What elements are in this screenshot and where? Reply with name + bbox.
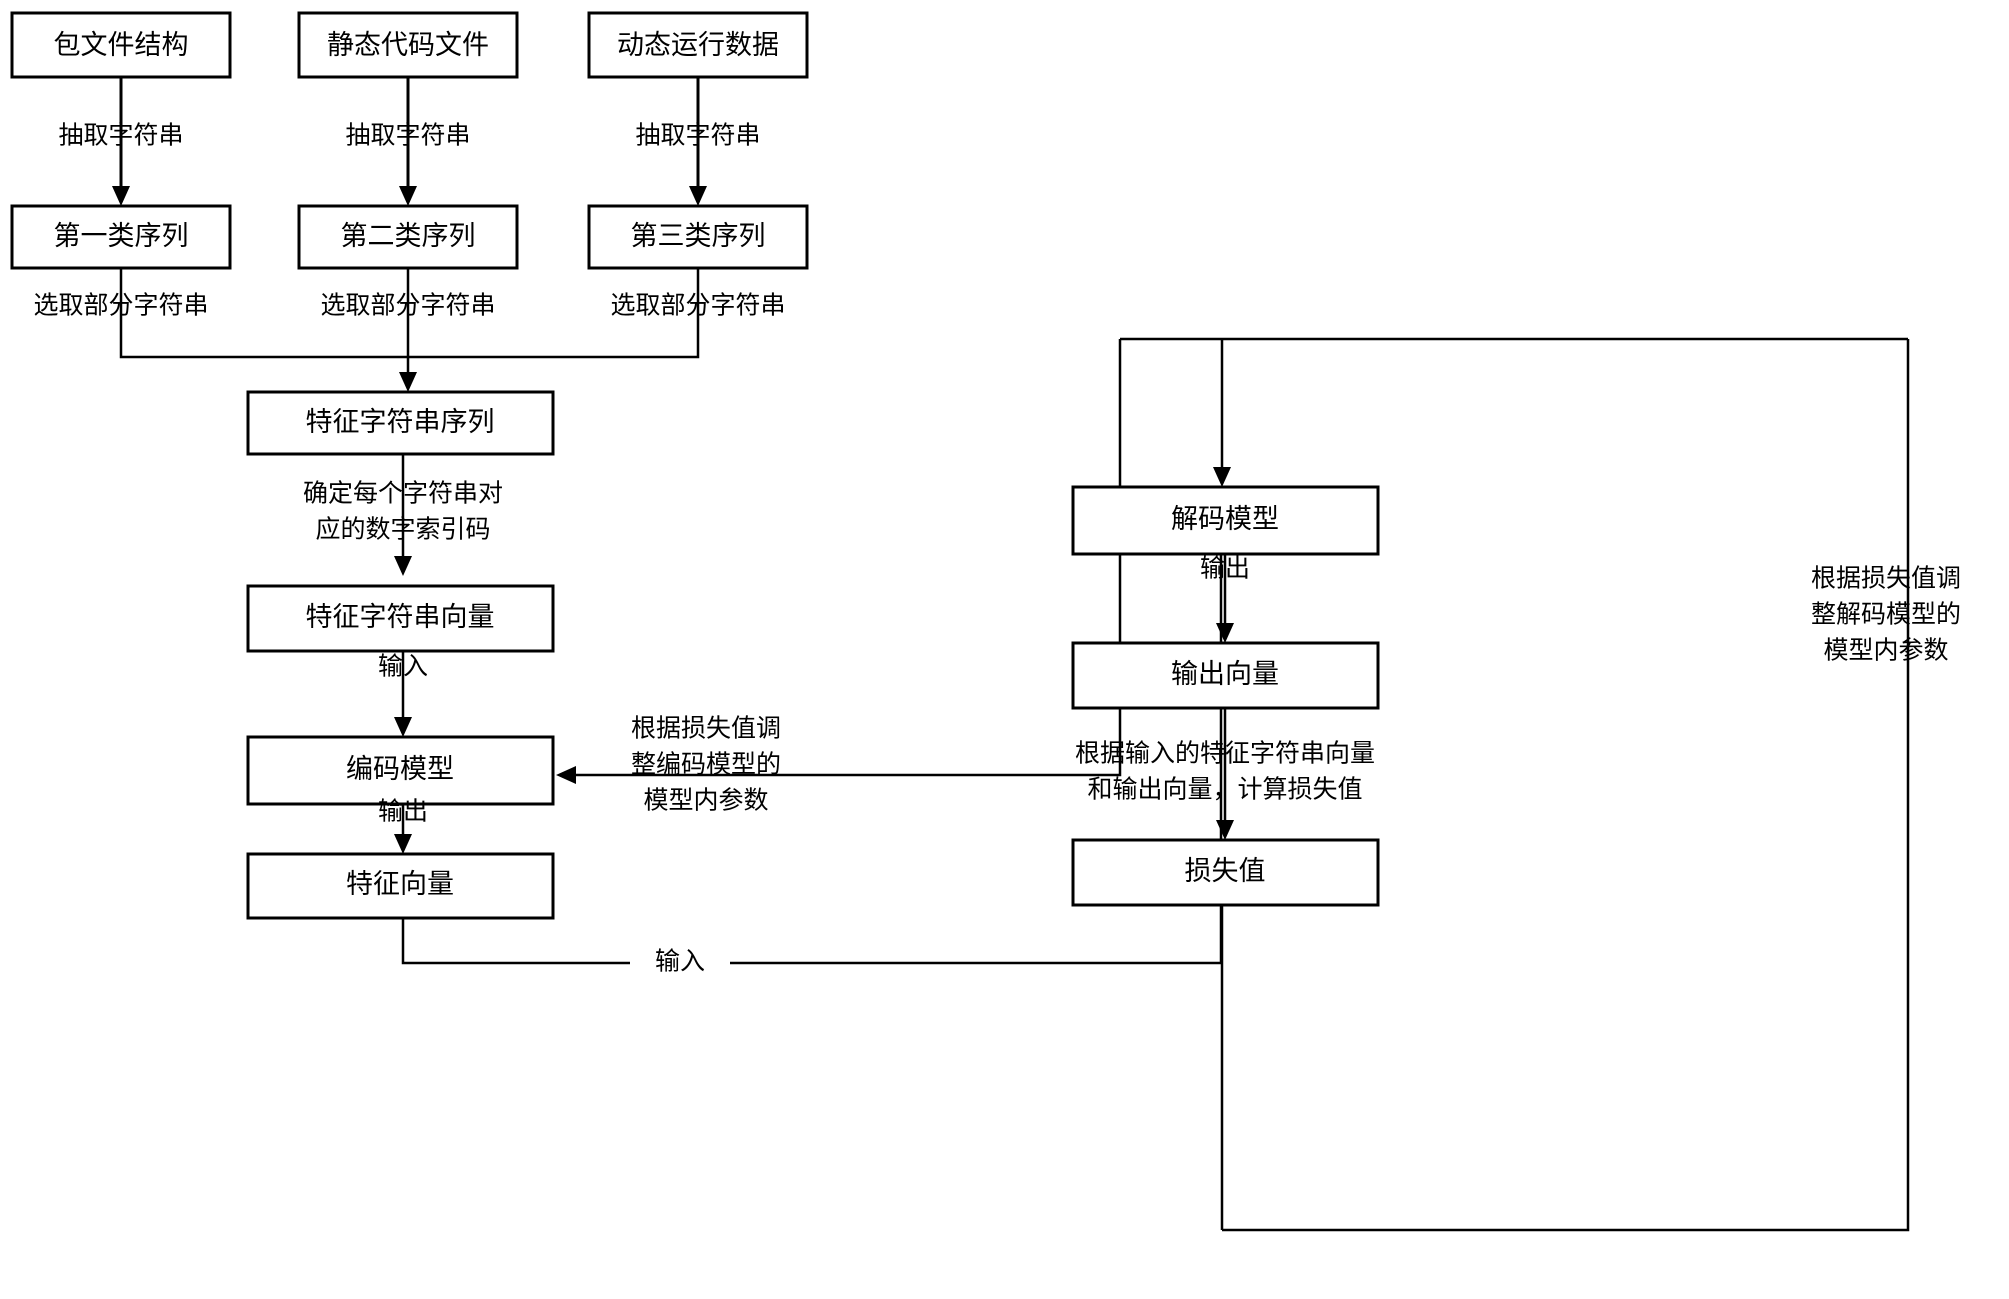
node-decoder[interactable]: 解码模型	[1071, 485, 1380, 556]
annotation-encoder-adjust-line1: 根据损失值调	[631, 715, 781, 743]
node-encoder-label: 编码模型	[346, 754, 454, 784]
edge-select-2-label: 选取部分字符串	[320, 292, 495, 320]
edge-loss-calc-label-line1: 根据输入的特征字符串向量	[1075, 740, 1375, 768]
node-loss-val[interactable]: 损失值	[1071, 838, 1380, 907]
annotation-decoder-adjust-line1: 根据损失值调	[1811, 565, 1961, 593]
node-static-code[interactable]: 静态代码文件	[297, 11, 519, 79]
edge-encoder-feedback	[556, 339, 1122, 784]
edge-decoder-output: 输出	[1200, 554, 1250, 643]
annotation-encoder-adjust-line2: 整编码模型的	[631, 751, 781, 779]
node-feat-str-vec-label: 特征字符串向量	[306, 602, 495, 632]
node-feat-str-seq[interactable]: 特征字符串序列	[246, 390, 555, 456]
node-loss-val-label: 损失值	[1185, 856, 1266, 886]
edge-encoder-output-label: 输出	[378, 798, 428, 826]
node-feat-vec-label: 特征向量	[346, 869, 454, 899]
node-seq-1-label: 第一类序列	[54, 221, 189, 251]
edge-extract-1-label: 抽取字符串	[58, 122, 183, 150]
edge-index-code-label-line1: 确定每个字符串对	[303, 480, 503, 508]
annotation-decoder-adjust-line3: 模型内参数	[1823, 637, 1948, 665]
node-feat-str-vec[interactable]: 特征字符串向量	[246, 584, 555, 653]
node-decoder-label: 解码模型	[1171, 504, 1279, 534]
edge-bus-to-decoder	[1213, 339, 1231, 487]
annotation-encoder-adjust-line3: 模型内参数	[643, 787, 768, 815]
node-feat-vec[interactable]: 特征向量	[246, 852, 555, 920]
node-feat-str-seq-label: 特征字符串序列	[306, 407, 495, 437]
node-static-code-label: 静态代码文件	[327, 30, 489, 60]
edge-encoder-output: 输出	[378, 798, 428, 854]
node-pkg-struct-label: 包文件结构	[54, 30, 189, 60]
node-encoder[interactable]: 编码模型	[246, 735, 555, 806]
node-out-vec-label: 输出向量	[1171, 659, 1279, 689]
edge-select-3: 选取部分字符串	[408, 268, 786, 359]
node-seq-2-label: 第二类序列	[341, 221, 476, 251]
edge-select-1: 选取部分字符串	[33, 268, 408, 359]
node-seq-3[interactable]: 第三类序列	[587, 204, 809, 270]
edge-feat-vec-input-label: 输入	[655, 948, 705, 976]
node-dynamic-data-label: 动态运行数据	[617, 30, 779, 60]
edge-encoder-input: 输入	[378, 651, 428, 737]
edge-extract-2: 抽取字符串	[345, 77, 471, 206]
edge-loss-calc-label-line2: 和输出向量，计算损失值	[1087, 776, 1362, 804]
edge-select-3-label: 选取部分字符串	[610, 292, 785, 320]
edge-extract-3: 抽取字符串	[635, 77, 761, 206]
edge-encoder-input-label: 输入	[378, 653, 428, 681]
edge-extract-3-label: 抽取字符串	[635, 122, 760, 150]
node-dynamic-data[interactable]: 动态运行数据	[587, 11, 809, 79]
annotation-decoder-adjust-line2: 整解码模型的	[1811, 601, 1961, 629]
node-seq-1[interactable]: 第一类序列	[10, 204, 232, 270]
edge-decoder-output-label: 输出	[1200, 555, 1250, 583]
edge-index-code-label-line2: 应的数字索引码	[315, 516, 490, 544]
edge-loss-to-bus	[1222, 339, 1910, 1232]
node-seq-3-label: 第三类序列	[631, 221, 766, 251]
annotation-encoder-adjust: 根据损失值调 整编码模型的 模型内参数	[631, 715, 781, 815]
edge-loss-calc: 根据输入的特征字符串向量 和输出向量，计算损失值	[1075, 708, 1375, 840]
edge-select-2: 选取部分字符串	[320, 268, 496, 392]
edge-select-1-label: 选取部分字符串	[33, 292, 208, 320]
node-pkg-struct[interactable]: 包文件结构	[10, 11, 232, 79]
node-seq-2[interactable]: 第二类序列	[297, 204, 519, 270]
annotation-decoder-adjust: 根据损失值调 整解码模型的 模型内参数	[1811, 565, 1961, 665]
edge-extract-2-label: 抽取字符串	[345, 122, 470, 150]
edge-extract-1: 抽取字符串	[58, 77, 184, 206]
edge-feat-vec-input-label-group: 输入	[630, 945, 730, 981]
edge-index-code: 确定每个字符串对 应的数字索引码	[303, 454, 503, 576]
node-out-vec[interactable]: 输出向量	[1071, 641, 1380, 710]
